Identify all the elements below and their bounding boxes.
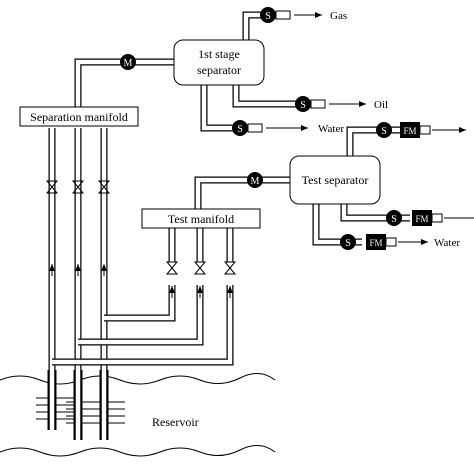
motor-icon: M xyxy=(124,58,133,69)
sensor-test-oil: S xyxy=(386,210,402,226)
flow-meter-test-oil: FM xyxy=(412,210,443,226)
test-separator: Test separator xyxy=(289,155,381,205)
first-stage-separator: 1st stage separator xyxy=(173,39,265,86)
motor-icon: M xyxy=(251,176,260,187)
valve-icon xyxy=(71,180,85,194)
test-manifold-risers xyxy=(168,228,234,262)
motor-valve-first-stage: M xyxy=(120,54,136,70)
first-stage-label-line2: separator xyxy=(197,63,241,77)
sensor-oil: S xyxy=(295,96,326,112)
flow-meter-test-water: FM xyxy=(366,234,397,250)
sensor-gas: S xyxy=(260,7,291,23)
flow-meter-icon: FM xyxy=(415,214,428,224)
flow-arrows xyxy=(49,264,233,298)
motor-valve-test: M xyxy=(247,172,263,188)
well-tubes xyxy=(48,128,108,440)
valve-icon xyxy=(97,180,111,194)
test-valves xyxy=(165,261,237,275)
reservoir-label: Reservoir xyxy=(152,415,199,429)
sensor-icon: S xyxy=(300,100,306,111)
sensor-icon: S xyxy=(265,11,271,22)
reservoir-waves xyxy=(0,373,276,457)
separation-manifold-label: Separation manifold xyxy=(30,110,128,124)
first-stage-label-line1: 1st stage xyxy=(198,47,240,61)
manifold-to-first-stage-pipe xyxy=(74,58,175,108)
test-manifold-label: Test manifold xyxy=(168,212,234,226)
valve-icon xyxy=(223,261,237,275)
separation-manifold: Separation manifold xyxy=(19,106,139,127)
well-bottoms xyxy=(47,370,109,440)
sensor-icon: S xyxy=(237,124,243,135)
oil-label: Oil xyxy=(374,99,388,111)
sensor-test-water: S xyxy=(340,234,356,250)
well-valves xyxy=(45,180,111,194)
valve-icon xyxy=(45,180,59,194)
water-bottom-label: Water xyxy=(434,237,460,249)
valve-icon xyxy=(193,261,207,275)
sensor-icon: S xyxy=(381,126,387,137)
flow-meter-icon: FM xyxy=(403,126,416,136)
test-separator-label: Test separator xyxy=(302,173,369,187)
test-manifold-to-separator-pipe xyxy=(194,176,290,210)
sensor-test-gas: S xyxy=(376,122,392,138)
valve-icon xyxy=(165,261,179,275)
flow-meter-icon: FM xyxy=(369,238,382,248)
sensor-icon: S xyxy=(345,238,351,249)
water-top-label: Water xyxy=(318,123,344,135)
test-manifold: Test manifold xyxy=(141,208,261,229)
flow-meter-test-gas: FM xyxy=(400,122,431,138)
sensor-icon: S xyxy=(391,214,397,225)
sensor-water-first-stage: S xyxy=(232,120,263,136)
gas-label: Gas xyxy=(330,10,347,22)
